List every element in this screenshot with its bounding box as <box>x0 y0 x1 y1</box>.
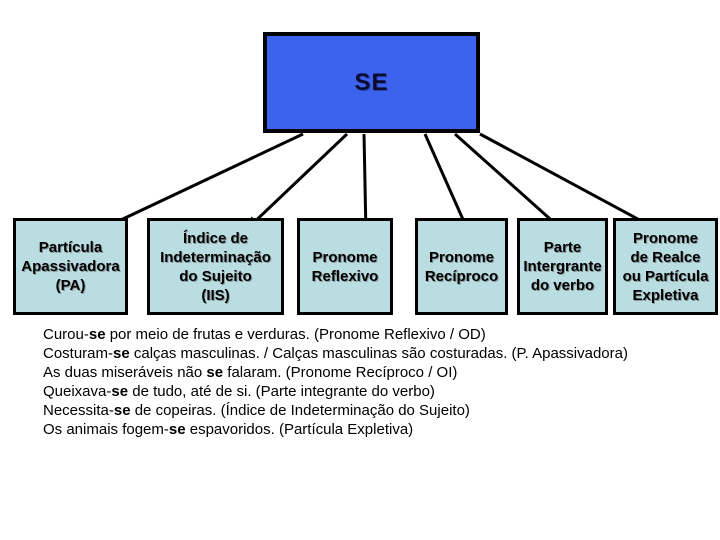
node-pronome-reciproco: Pronome Recíproco <box>415 218 508 315</box>
arrow-to-pronome-realce <box>479 132 662 233</box>
example-text: de tudo, até de si. (Parte integrante do… <box>128 383 435 400</box>
example-text: As duas miseráveis não <box>43 364 207 381</box>
se-highlight: se <box>111 383 129 400</box>
root-node-se: SE <box>263 32 480 133</box>
example-sentences: Curou-se por meio de frutas e verduras. … <box>43 325 703 439</box>
node-label: Índice de Indeterminação do Sujeito (IIS… <box>160 229 271 304</box>
example-text: espavoridos. (Partícula Expletiva) <box>185 421 414 438</box>
node-label: Pronome de Realce ou Partícula Expletiva <box>622 229 709 304</box>
node-label: Pronome Recíproco <box>424 248 499 285</box>
se-highlight: se <box>113 345 130 362</box>
example-text: Os animais fogem- <box>43 421 169 438</box>
example-text: por meio de frutas e verduras. (Pronome … <box>105 326 486 343</box>
example-line: Os animais fogem-se espavoridos. (Partíc… <box>43 420 703 439</box>
example-line: Necessita-se de copeiras. (Índice de Ind… <box>43 401 703 420</box>
example-text: falaram. (Pronome Recíproco / OI) <box>223 364 458 381</box>
example-text: Curou- <box>43 326 89 343</box>
example-text: calças masculinas. / Calças masculinas s… <box>129 345 628 362</box>
node-particula-apassivadora: Partícula Apassivadora (PA) <box>13 218 128 315</box>
se-highlight: se <box>206 364 224 381</box>
se-highlight: se <box>88 326 106 343</box>
example-text: Costuram- <box>43 345 114 362</box>
example-text: de copeiras. (Índice de Indeterminação d… <box>130 402 470 419</box>
node-label: Parte Intergrante do verbo <box>523 239 602 294</box>
node-pronome-realce: Pronome de Realce ou Partícula Expletiva <box>613 218 718 315</box>
se-highlight: se <box>113 402 131 419</box>
node-pronome-reflexivo: Pronome Reflexivo <box>297 218 393 315</box>
example-text: Necessita- <box>43 402 114 419</box>
node-label: Pronome Reflexivo <box>311 248 379 285</box>
example-line: As duas miseráveis não se falaram. (Pron… <box>43 363 703 382</box>
example-line: Queixava-se de tudo, até de si. (Parte i… <box>43 382 703 401</box>
root-node-label: SE <box>354 68 389 96</box>
node-label: Partícula Apassivadora (PA) <box>21 239 120 294</box>
example-line: Curou-se por meio de frutas e verduras. … <box>43 325 703 344</box>
example-text: Queixava- <box>43 383 112 400</box>
se-highlight: se <box>168 421 186 438</box>
node-parte-integrante: Parte Intergrante do verbo <box>517 218 608 315</box>
example-line: Costuram-se calças masculinas. / Calças … <box>43 344 703 363</box>
node-indice-indeterminacao: Índice de Indeterminação do Sujeito (IIS… <box>147 218 284 315</box>
arrow-to-indice-indeterminacao <box>245 132 349 231</box>
